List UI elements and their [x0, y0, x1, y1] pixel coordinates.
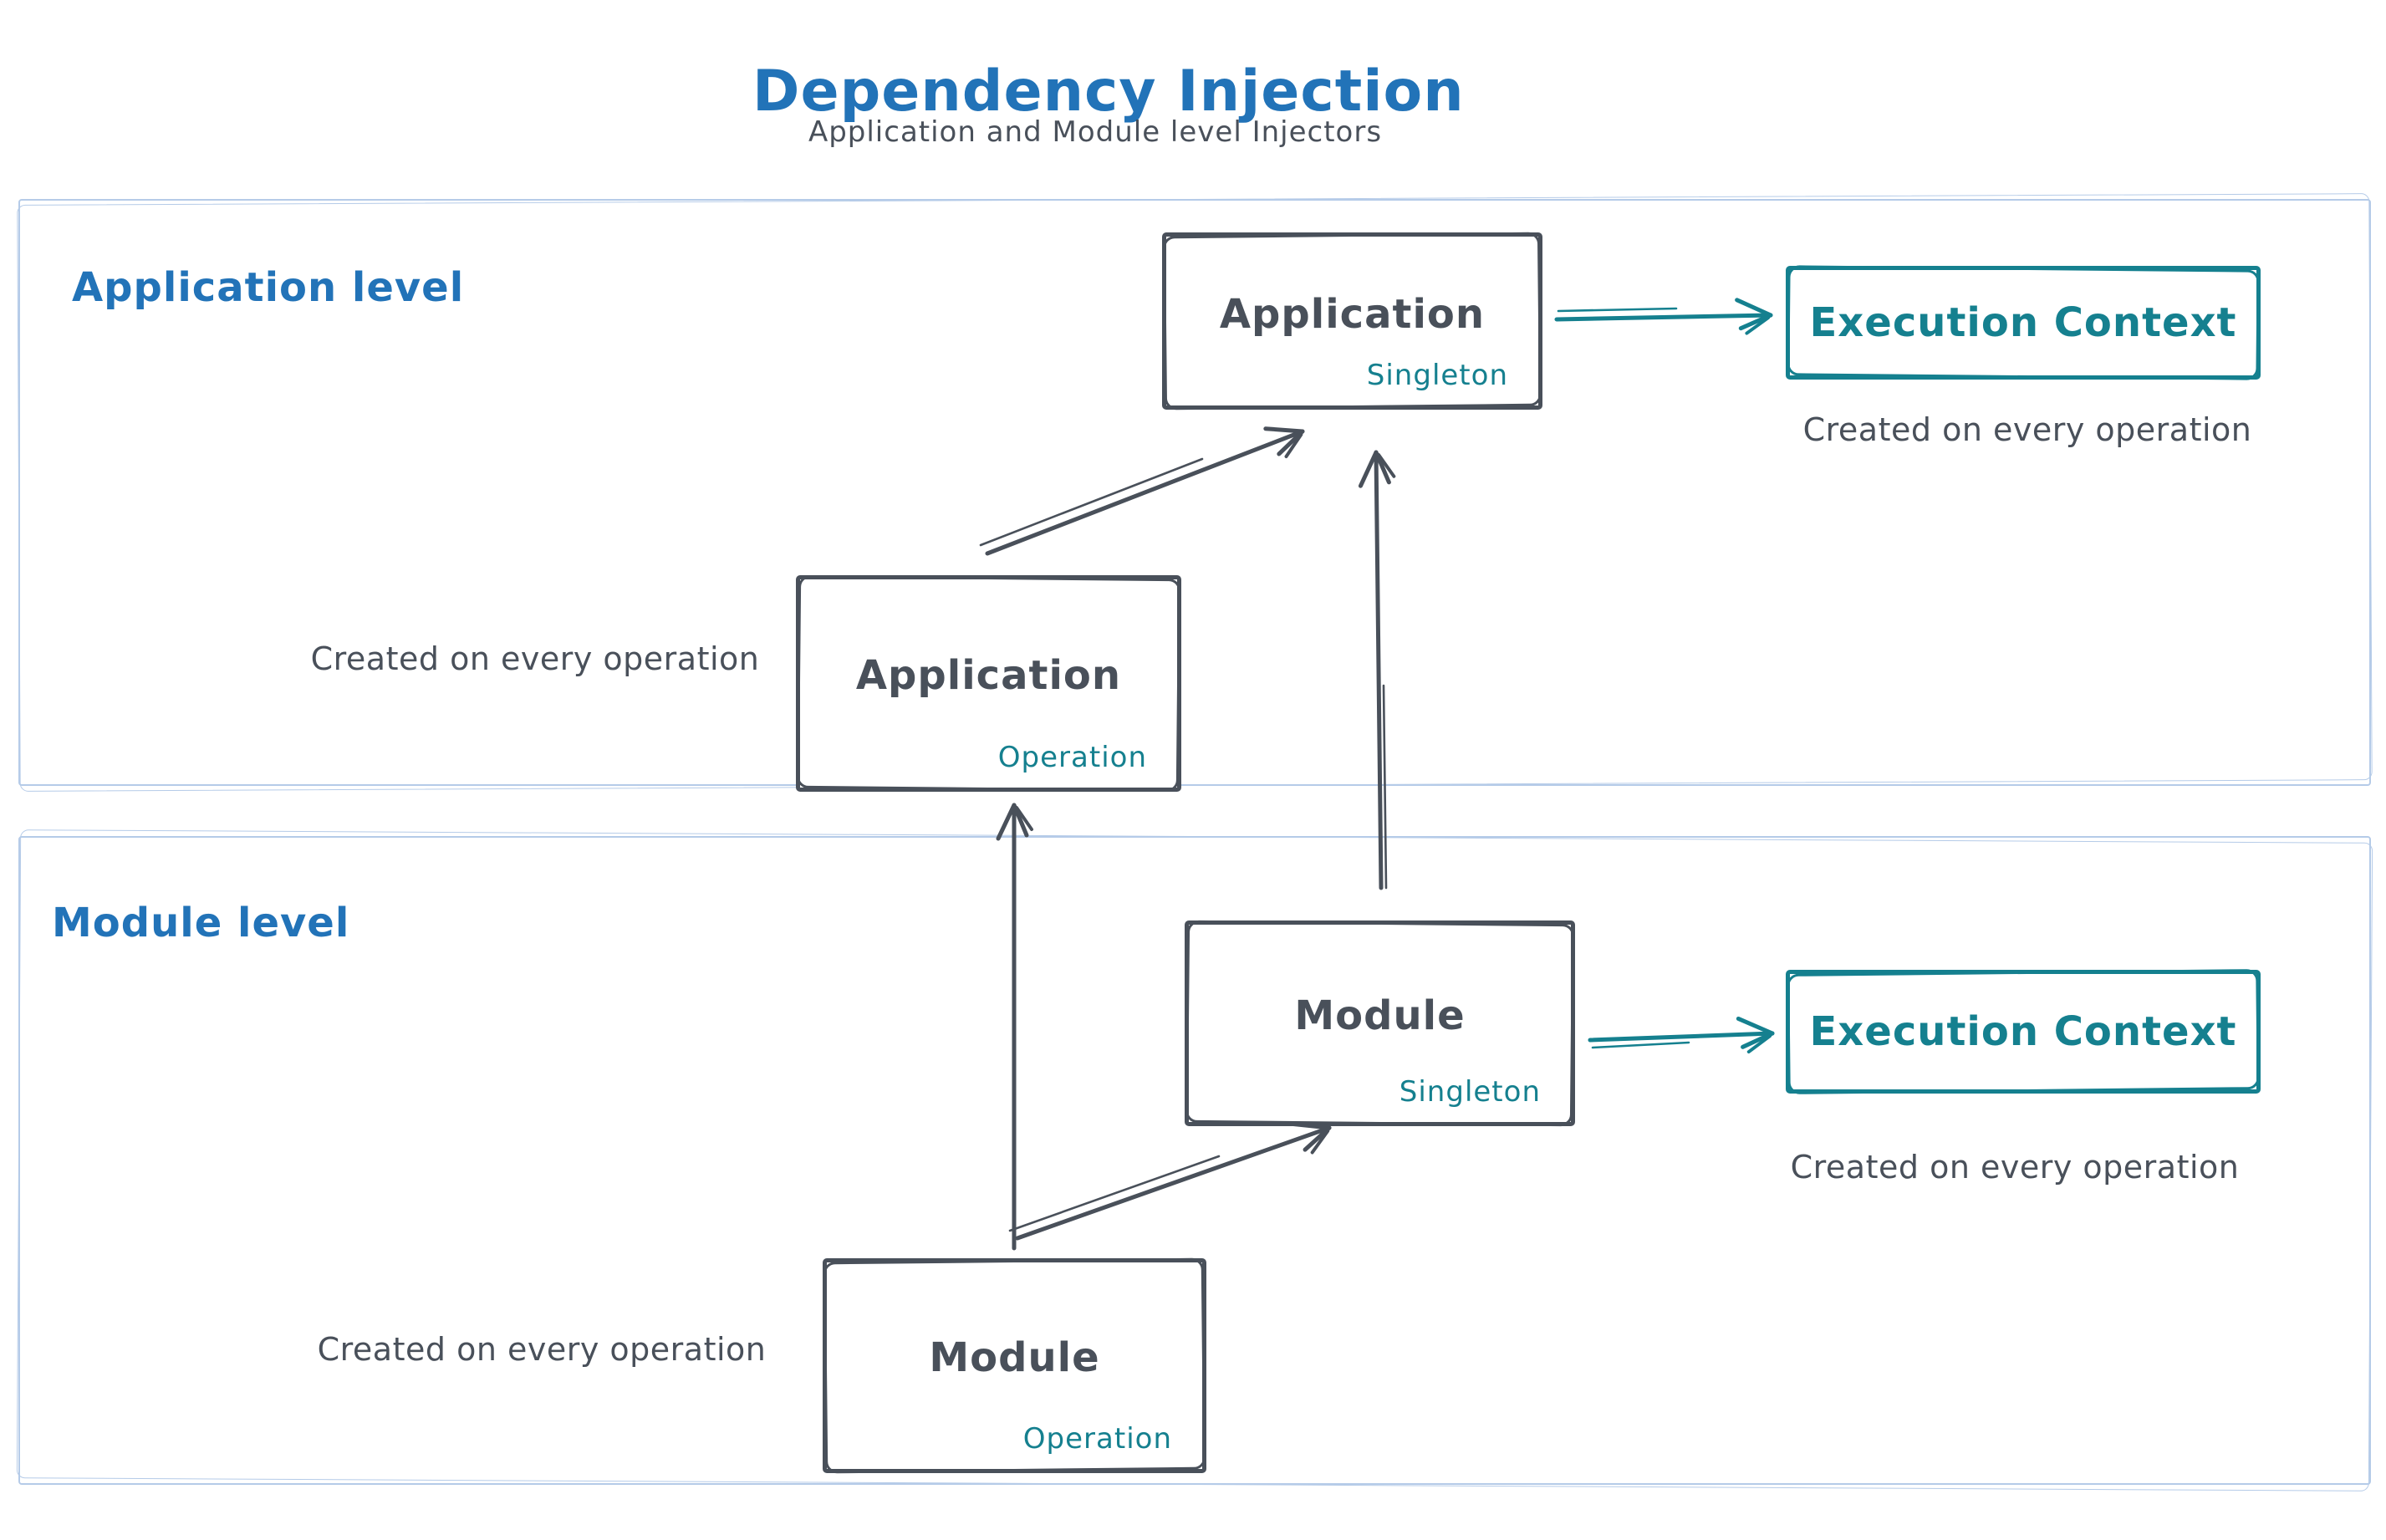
module-operation-box-title: Module [929, 1333, 1100, 1381]
application-singleton-box-title: Application [1219, 290, 1486, 338]
application-level-label: Application level [72, 264, 465, 311]
application-operation-box: Application Operation [796, 575, 1181, 792]
application-operation-box-title: Application [855, 651, 1122, 699]
module-singleton-scope-label: Singleton [1399, 1075, 1541, 1109]
execution-context-box-module: Execution Context [1786, 970, 2261, 1094]
application-operation-scope-label: Operation [997, 741, 1147, 774]
module-operation-scope-label: Operation [1022, 1422, 1172, 1456]
diagram-title: Dependency Injection [752, 59, 1465, 125]
execution-context-caption-module: Created on every operation [1790, 1149, 2240, 1186]
application-singleton-box: Application Singleton [1162, 232, 1542, 410]
diagram-subtitle: Application and Module level Injectors [808, 115, 1383, 149]
module-level-label: Module level [52, 900, 350, 946]
module-operation-box: Module Operation [823, 1258, 1206, 1473]
module-singleton-box-title: Module [1294, 992, 1466, 1039]
application-singleton-scope-label: Singleton [1366, 359, 1508, 392]
caption-module-operation: Created on every operation [317, 1331, 767, 1368]
execution-context-caption-application: Created on every operation [1802, 411, 2252, 448]
module-level-container [18, 836, 2371, 1485]
execution-context-box-application: Execution Context [1786, 266, 2261, 380]
execution-context-label-module: Execution Context [1809, 1008, 2237, 1055]
caption-application-operation: Created on every operation [310, 640, 760, 677]
module-singleton-box: Module Singleton [1185, 920, 1575, 1126]
application-level-container [18, 199, 2371, 786]
execution-context-label-application: Execution Context [1809, 299, 2237, 346]
